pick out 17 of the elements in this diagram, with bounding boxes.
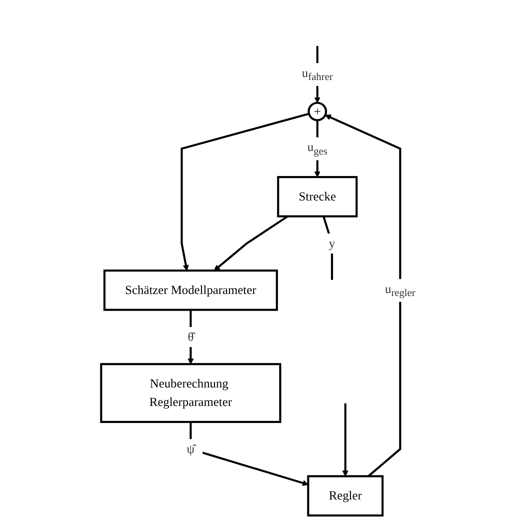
arrow (181, 112, 310, 271)
edge-label: ψ̂ (187, 442, 196, 456)
node-box: Schätzer Modellparameter (104, 270, 278, 311)
node-box: Neuberechnung Reglerparameter (100, 363, 282, 423)
edge-label: y (329, 236, 336, 250)
node-box: Regler (308, 475, 384, 516)
arrow (214, 215, 289, 271)
node-box: Strecke (278, 176, 358, 218)
arrow (188, 310, 194, 364)
edge-label: θ̂ (188, 330, 194, 344)
edge-label: u$_{fahrer}$ (302, 66, 334, 83)
edge-label: u$_{ges}$ (308, 140, 328, 158)
edge-label: u$_{regler}$ (385, 282, 416, 299)
arrow (342, 403, 349, 476)
arrow (190, 422, 309, 486)
connector (322, 216, 334, 280)
node-circle: + (308, 102, 328, 122)
